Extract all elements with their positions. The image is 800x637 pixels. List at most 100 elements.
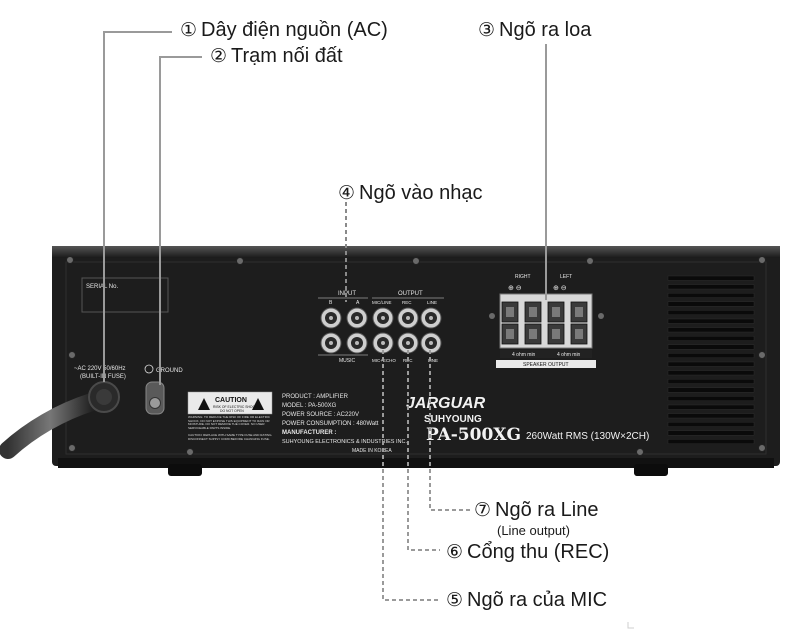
- rca-jack-pin: [381, 341, 385, 345]
- screw: [68, 351, 76, 359]
- callout-label: Trạm nối đất: [231, 45, 343, 67]
- screw: [66, 256, 74, 264]
- spec-manufacturer: MANUFACTURER :: [282, 430, 336, 436]
- screw: [636, 448, 644, 456]
- speaker-output-bar: [496, 360, 596, 368]
- serial-bracket: [81, 277, 169, 313]
- chassis-top-edge: [52, 246, 780, 258]
- made-in: MADE IN KOREA: [352, 448, 392, 454]
- spec-model: MODEL : PA-500XG: [282, 403, 337, 409]
- spec-source: POWER SOURCE : AC220V: [282, 412, 359, 418]
- callout-line-out-sublabel: (Line output): [497, 523, 570, 538]
- speaker-output-label: SPEAKER OUTPUT: [523, 362, 569, 368]
- vent-slot: [667, 344, 755, 350]
- chassis-bottom-edge: [58, 458, 774, 468]
- screw: [186, 448, 194, 456]
- foot-right: [634, 464, 668, 476]
- vent-slot: [667, 439, 755, 444]
- caution-lightning-icon: [198, 398, 210, 410]
- screw: [758, 351, 766, 359]
- rca-jack-pin: [329, 316, 333, 320]
- speaker-output-block: RIGHT LEFT ⊕ ⊖ ⊕ ⊖ 4 ohm min 4 ohm min S…: [489, 274, 604, 368]
- ohm-right: 4 ohm min: [512, 352, 536, 358]
- callout-label: Cổng thu (REC): [467, 541, 610, 563]
- leader-mic-out: [382, 350, 440, 601]
- rca-jack-pin: [406, 341, 410, 345]
- vent-slot: [667, 275, 755, 281]
- speaker-post-clip: [575, 329, 583, 339]
- left-label: LEFT: [560, 274, 572, 280]
- corner-mark: [627, 622, 634, 629]
- speaker-post-clip: [506, 329, 514, 339]
- music-label: MUSIC: [339, 358, 356, 364]
- screw: [758, 444, 766, 452]
- vent-slot: [667, 422, 755, 427]
- caution-text-block: CAUTION: REPLACE WITH SAME TYPE FUSE AND…: [188, 434, 273, 441]
- ground-label: GROUND: [156, 368, 183, 374]
- screw: [758, 256, 766, 264]
- rca-jack-pin: [355, 316, 359, 320]
- plus-minus-right: ⊕ ⊖: [508, 285, 522, 292]
- out-mic-line-top: MIC/LINE: [372, 300, 392, 305]
- speaker-post-clip: [529, 329, 537, 339]
- rca-jack-pin: [355, 341, 359, 345]
- caution-sub2: DO NOT OPEN: [220, 409, 244, 413]
- caution-text: CAUTION: REPLACE WITH SAME TYPE FUSE AND…: [188, 434, 273, 441]
- vent-slot: [667, 387, 755, 393]
- serial-label: SERIAL No.: [86, 284, 118, 290]
- speaker-post-clip: [552, 307, 560, 317]
- plus-minus-left: ⊕ ⊖: [553, 285, 567, 292]
- rca-jacks: [320, 307, 442, 354]
- rca-jack-pin: [429, 341, 433, 345]
- brand-suhyoung: SUHYOUNG: [424, 414, 482, 425]
- vent-slot: [667, 379, 755, 384]
- vent-slot: [667, 430, 755, 436]
- caution-title: CAUTION: [215, 397, 247, 404]
- caution-sub1: RISK OF ELECTRIC SHOCK: [213, 405, 258, 409]
- callout-label: Ngõ ra loa: [499, 19, 592, 41]
- out-line-top: LINE: [427, 300, 437, 305]
- input-header: INPUT: [338, 291, 356, 297]
- power-cord: [0, 393, 101, 459]
- callout-number: ⑥: [446, 541, 464, 563]
- callout-number: ③: [478, 19, 496, 41]
- speaker-post-clip: [506, 307, 514, 317]
- vent-slot: [667, 404, 755, 410]
- leader-ground: [159, 56, 202, 385]
- callout-number: ⑦: [474, 499, 492, 521]
- callout-number: ②: [210, 45, 228, 67]
- callout-label: Ngõ ra Line: [495, 499, 599, 521]
- leader-ac-cord: [103, 31, 172, 382]
- vent-slot: [667, 336, 755, 341]
- output-header: OUTPUT: [398, 291, 423, 297]
- vent-slot: [667, 361, 755, 367]
- callout-label: Ngõ ra của MIC: [467, 589, 608, 611]
- model-name: PA-500XG: [426, 425, 521, 445]
- caution-exclamation-icon: [252, 398, 264, 410]
- spec-block: PRODUCT : AMPLIFIER MODEL : PA-500XG POW…: [282, 394, 407, 454]
- out-mic-echo: MIC+ECHO: [372, 358, 396, 363]
- vent-slot: [667, 353, 755, 358]
- callout-label: Dây điện nguồn (AC): [201, 19, 388, 41]
- speaker-post-clip: [575, 307, 583, 317]
- rca-jack-pin: [381, 316, 385, 320]
- input-b-label: B: [329, 300, 333, 306]
- model-rating: 260Watt RMS (130W×2CH): [526, 431, 649, 442]
- callout-label: Ngõ vào nhạc: [359, 182, 483, 204]
- vent-slot: [667, 310, 755, 315]
- vent-slot: [667, 370, 755, 376]
- power-label-line1: ~AC 220V 50/60Hz: [74, 366, 126, 372]
- vent-slot: [667, 293, 755, 298]
- speaker-mount-screw: [489, 313, 495, 319]
- screw: [412, 257, 420, 265]
- power-label-line2: (BUILT-IN FUSE): [80, 374, 126, 380]
- foot-left: [168, 464, 202, 476]
- ground-screw-icon: [149, 397, 161, 409]
